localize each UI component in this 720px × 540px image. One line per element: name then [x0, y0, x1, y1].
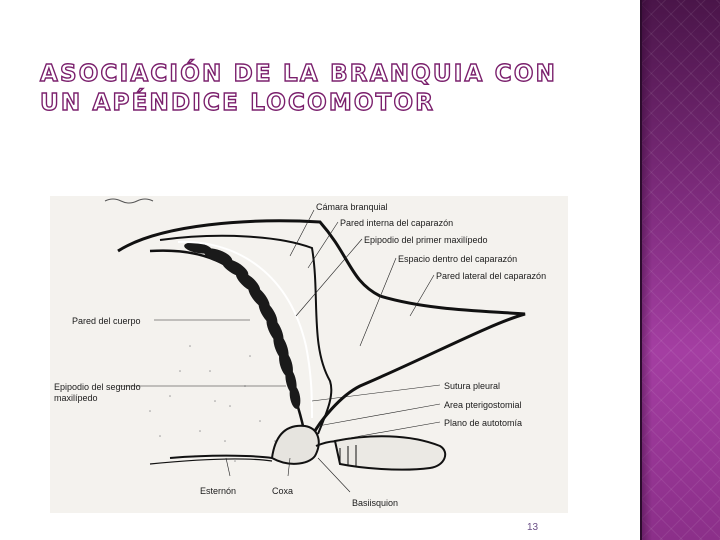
gill-lamellae: [184, 242, 301, 409]
label-pared-interna: Pared interna del caparazón: [340, 218, 454, 228]
label-basiisquion: Basiisquion: [352, 498, 399, 508]
label-epipodio-segundo: Epipodio del segundo: [54, 382, 141, 392]
label-epipodio-segundo-2: maxilípedo: [54, 393, 98, 403]
pointer-lines: [120, 209, 441, 493]
side-band-edge: [640, 0, 642, 540]
stipple-dots: [149, 345, 276, 462]
label-camara-branquial: Cámara branquial: [316, 202, 388, 212]
slide-title: ASOCIACIÓN DE LA BRANQUIA CON UN APÉNDIC…: [39, 60, 558, 116]
label-pared-cuerpo: Pared del cuerpo: [72, 316, 141, 326]
label-pared-lateral: Pared lateral del caparazón: [436, 271, 547, 281]
page-number: 13: [527, 522, 539, 533]
label-coxa: Coxa: [272, 486, 294, 496]
label-sutura-pleural: Sutura pleural: [444, 381, 501, 391]
label-espacio-dentro: Espacio dentro del caparazón: [398, 254, 518, 264]
label-plano-autotomia: Plano de autotomía: [444, 418, 523, 428]
label-area-pterigostomial: Area pterigostomial: [444, 400, 522, 410]
label-esternon: Esternón: [200, 486, 237, 496]
decorative-side-band: [642, 0, 720, 540]
label-epipodio-primer: Epipodio del primer maxilípedo: [364, 235, 488, 245]
diagram-drawing: [104, 198, 526, 493]
gill-diagram: Cámara branquial Pared interna del capar…: [50, 196, 568, 513]
